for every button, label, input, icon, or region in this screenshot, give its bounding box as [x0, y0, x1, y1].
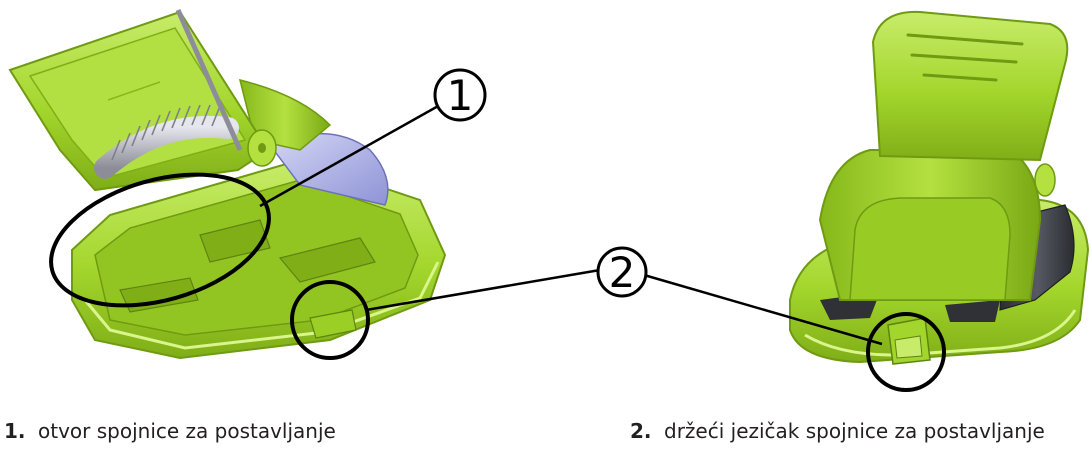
- callout-1-highlight-ellipse: [49, 172, 271, 308]
- caption-2-text: držeći jezičak spojnice za postavljanje: [664, 419, 1045, 443]
- callout-2-number: 2: [609, 248, 636, 297]
- callout-1: 1: [49, 68, 487, 308]
- callout-1-leader-line: [259, 103, 441, 208]
- caption-1-text: otvor spojnice za postavljanje: [38, 419, 336, 443]
- callout-2-leader-line-right: [643, 273, 883, 346]
- caption-1-number: 1.: [4, 419, 26, 443]
- callout-1-number: 1: [447, 71, 474, 120]
- clip-illustration: 1 2: [8, 8, 1090, 392]
- callout-2-circle: [596, 246, 648, 298]
- spring: [94, 104, 239, 179]
- callout-2-leader-line-left: [365, 268, 601, 312]
- callout-2-right-highlight-circle: [866, 312, 946, 392]
- caption-2: 2. držeći jezičak spojnice za postavljanj…: [630, 419, 1045, 443]
- caption-2-number: 2.: [630, 419, 652, 443]
- right-clip-illustration: [789, 10, 1090, 365]
- callout-1-circle: [433, 68, 487, 122]
- caption-1: 1. otvor spojnice za postavljanje: [4, 419, 336, 443]
- left-clip-illustration: [8, 8, 447, 360]
- callout-2: 2: [290, 246, 946, 392]
- callout-2-left-highlight-circle: [290, 280, 370, 360]
